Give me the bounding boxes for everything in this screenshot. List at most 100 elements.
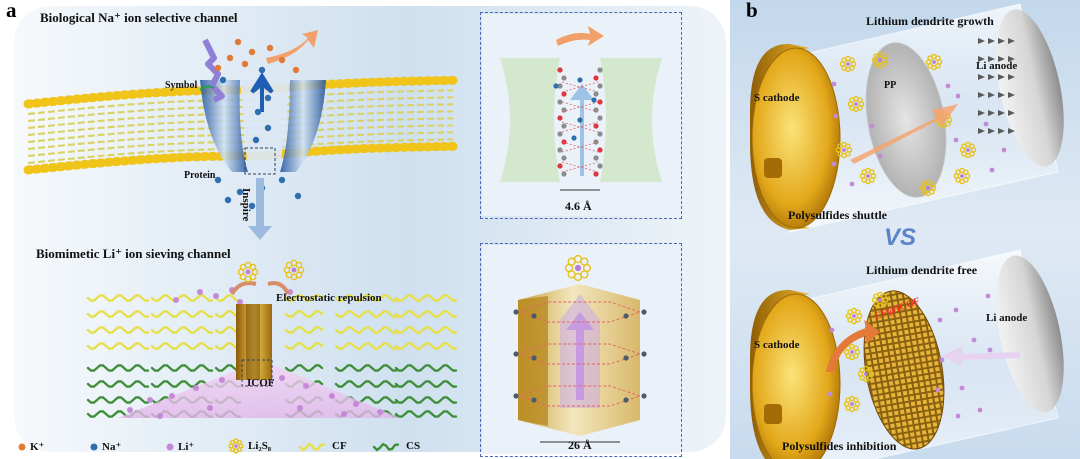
selectivity-filter-box	[244, 147, 276, 175]
li-ion	[173, 297, 179, 303]
legend-cs-label: CS	[406, 440, 421, 452]
carbon-fiber-wave	[394, 310, 458, 318]
li-ion	[827, 391, 833, 397]
repulsion-label: Electrostatic repulsion	[276, 292, 382, 304]
li-ion	[937, 317, 943, 323]
li-ion	[297, 405, 303, 411]
atom-left	[561, 139, 567, 145]
carbon-fiber-wave	[334, 326, 398, 334]
sulfur-atom	[867, 367, 873, 373]
atom-right	[593, 75, 599, 81]
na-ion	[264, 94, 272, 102]
dendrite	[978, 38, 985, 44]
carbon-fiber-wave	[334, 310, 398, 318]
li-ion	[329, 393, 335, 399]
top-shuttle-label: Polysulfides shuttle	[788, 208, 888, 222]
dendrite	[988, 38, 995, 44]
lithium-core	[850, 402, 854, 406]
channel-wall-right	[600, 58, 662, 182]
li-ion	[849, 181, 855, 187]
polysulfide-molecule	[953, 167, 971, 185]
cf-icof-separator	[863, 290, 945, 450]
panel-a-letter: a	[6, 0, 17, 22]
dendrite	[998, 38, 1005, 44]
framework-atom	[641, 393, 647, 399]
blocked-polysulfide-arrow	[826, 320, 880, 372]
li-ion	[877, 153, 883, 159]
lithium-core	[878, 298, 882, 302]
atom-left	[561, 155, 567, 161]
lithium-core	[966, 148, 970, 152]
dendrite	[998, 74, 1005, 80]
protein-label: Protein	[184, 170, 216, 181]
atom-right	[597, 163, 603, 169]
lithium-core	[932, 60, 936, 64]
protein-left-half	[200, 80, 248, 172]
repulsion-arrows	[230, 281, 290, 296]
li-ion	[971, 337, 977, 343]
na-ion	[236, 188, 244, 196]
legend-cs-marker	[372, 442, 400, 452]
sulfur-atom	[845, 143, 851, 149]
carbon-fiber-wave	[214, 294, 242, 302]
li-ion	[237, 299, 243, 305]
atom-right	[597, 131, 603, 137]
framework-atom	[531, 397, 537, 403]
s-cathode-disc	[751, 293, 841, 459]
symbol-pointer	[199, 85, 215, 91]
panel-b-artwork	[750, 3, 1064, 459]
atom-left	[557, 163, 563, 169]
lipid-tail-row	[27, 96, 454, 123]
top-cathode-label: S cathode	[754, 92, 800, 104]
sulfur-atom	[929, 181, 935, 187]
bottom-dendrite-label: Lithium dendrite free	[866, 263, 978, 277]
k-ion	[226, 54, 234, 62]
bottom-title: Biomimetic Li⁺ ion sieving channel	[36, 246, 231, 261]
polysulfide-molecule	[283, 259, 305, 281]
li-ion	[157, 413, 163, 419]
carbon-fiber-wave	[394, 342, 458, 350]
dendrite	[1008, 38, 1015, 44]
sulfur-atom	[963, 169, 969, 175]
carbon-fiber-wave	[284, 342, 324, 350]
dendrite	[998, 56, 1005, 62]
sulfur-atom	[857, 97, 863, 103]
li-ion	[831, 81, 837, 87]
protein-pore	[240, 80, 290, 172]
k-ion	[266, 44, 274, 52]
sulfur-atom	[935, 55, 941, 61]
li-ion	[219, 377, 225, 383]
polysulfide-molecule	[871, 51, 889, 69]
li-ion	[197, 289, 203, 295]
na-ion	[553, 83, 559, 89]
carbon-fiber-wave	[150, 294, 214, 302]
inspire-arrow	[248, 178, 272, 240]
atom-left	[561, 107, 567, 113]
dendrite	[988, 128, 995, 134]
bottom-anode-label: Li anode	[986, 312, 1028, 324]
dendrite	[998, 92, 1005, 98]
carbon-substrate-wave	[86, 396, 150, 404]
li-ion	[1001, 147, 1007, 153]
atom-right	[597, 99, 603, 105]
lithium-core	[291, 267, 297, 273]
carbon-fiber-wave	[150, 342, 214, 350]
polysulfide-molecule	[857, 365, 875, 383]
top-dendrite-label: Lithium dendrite growth	[866, 14, 994, 28]
na-ion	[264, 124, 272, 132]
li-ion	[353, 401, 359, 407]
atom-left	[557, 115, 563, 121]
lipid-tail-row	[27, 110, 454, 137]
inset-bottom	[480, 243, 682, 457]
polysulfide-molecule	[871, 291, 889, 309]
k-ion	[234, 38, 242, 46]
li-ion	[147, 397, 153, 403]
atom-right	[593, 123, 599, 129]
sulfur-atom	[249, 263, 257, 271]
li-ion	[127, 407, 133, 413]
icof-pore-channel	[246, 304, 260, 380]
lithium-core	[842, 148, 846, 152]
pore-ring	[518, 343, 642, 365]
polysulfide-molecule	[835, 141, 853, 159]
